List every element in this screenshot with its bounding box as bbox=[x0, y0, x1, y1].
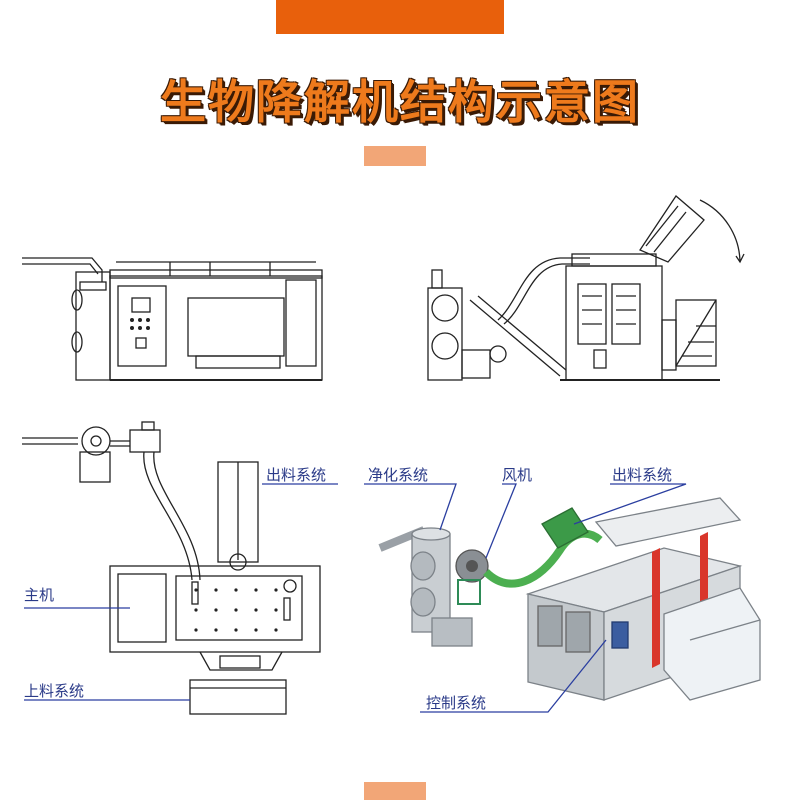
label-discharge-system-left: 出料系统 bbox=[266, 466, 327, 484]
label-discharge-system-right: 出料系统 bbox=[612, 466, 673, 484]
label-fan: 风机 bbox=[502, 466, 533, 484]
front-view-drawing bbox=[22, 257, 323, 381]
isometric-view-drawing bbox=[378, 497, 761, 701]
title-underline-bar bbox=[364, 146, 426, 166]
leader-lines bbox=[24, 483, 687, 713]
page-title: 生物降解机结构示意图 bbox=[160, 75, 640, 129]
label-control-system: 控制系统 bbox=[426, 694, 487, 712]
top-view-drawing bbox=[22, 421, 321, 715]
bottom-accent-bar bbox=[364, 782, 426, 800]
side-view-drawing bbox=[427, 195, 745, 381]
label-feeding-system: 上料系统 bbox=[24, 682, 85, 700]
label-purification-system: 净化系统 bbox=[368, 466, 429, 484]
label-main-unit: 主机 bbox=[24, 586, 55, 604]
top-accent-bar bbox=[276, 0, 504, 34]
